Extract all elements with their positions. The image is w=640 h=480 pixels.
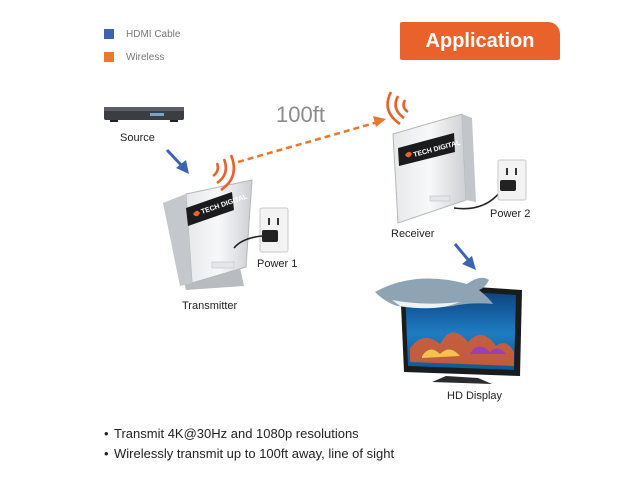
transmitter-device-icon (163, 179, 253, 290)
hdmi-arrow-source-to-transmitter (165, 148, 189, 174)
legend-item-hdmi-cable: HDMI Cable (104, 28, 180, 40)
wireless-swatch (104, 52, 114, 62)
hdmi-arrow-receiver-to-display (453, 243, 476, 270)
receiver-device-icon (392, 113, 501, 224)
bullet-dot-icon: • (104, 446, 109, 461)
source-device-icon (104, 107, 184, 122)
legend-item-wireless: Wireless (104, 51, 180, 63)
power2-label: Power 2 (490, 208, 531, 220)
bullet-dot-icon: • (104, 426, 109, 441)
transmitter-label: Transmitter (182, 300, 238, 312)
feature-list: • Transmit 4K@30Hz and 1080p resolutions… (104, 424, 394, 464)
hd-display-icon (375, 277, 522, 384)
power1-outlet-icon (233, 207, 289, 253)
wireless-link-arrow (237, 116, 386, 164)
legend-label-wireless: Wireless (126, 51, 165, 63)
receiver-wireless-waves-icon (386, 91, 409, 126)
receiver-label: Receiver (391, 228, 435, 240)
power2-outlet-icon (497, 159, 527, 201)
page-title: Application (425, 29, 535, 52)
power1-label: Power 1 (257, 258, 298, 270)
list-item: • Wirelessly transmit up to 100ft away, … (104, 444, 394, 464)
feature-text: Wirelessly transmit up to 100ft away, li… (114, 446, 395, 461)
hd-display-label: HD Display (447, 390, 503, 402)
legend-label-hdmi: HDMI Cable (126, 28, 181, 40)
feature-text: Transmit 4K@30Hz and 1080p resolutions (114, 426, 359, 441)
transmitter-wireless-waves-icon (212, 154, 236, 192)
hdmi-swatch (104, 29, 114, 39)
distance-label: 100ft (276, 102, 325, 127)
list-item: • Transmit 4K@30Hz and 1080p resolutions (104, 424, 394, 444)
application-title-badge: Application (400, 22, 560, 60)
source-label: Source (120, 132, 155, 144)
legend: HDMI Cable Wireless (104, 28, 180, 74)
